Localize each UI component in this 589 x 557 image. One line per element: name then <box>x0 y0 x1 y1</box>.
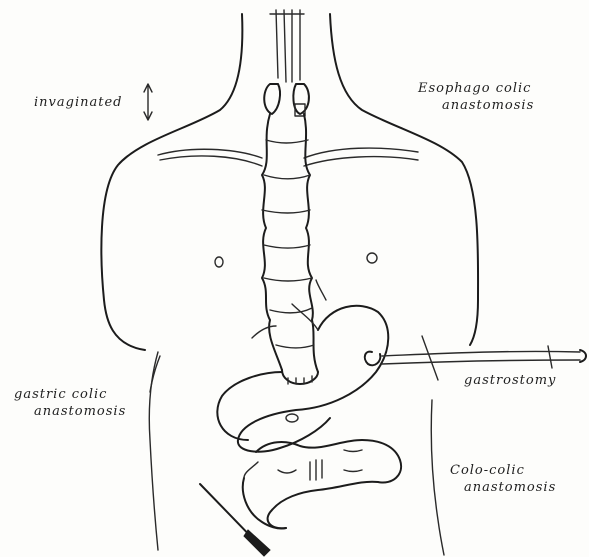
invaginated-text: invaginated <box>34 94 122 111</box>
colon-interposition <box>262 114 318 384</box>
gastrostomy-label: gastrostomy <box>464 372 556 389</box>
left-nipple <box>215 257 223 267</box>
invaginated-arrow <box>144 84 152 120</box>
gastrostomy-text: gastrostomy <box>464 372 556 389</box>
colo-colic-line1: Colo-colic <box>450 462 556 479</box>
esophago-colic-line2: anastomosis <box>418 97 534 114</box>
stomach-leader <box>252 326 276 338</box>
colo-colic-line2: anastomosis <box>450 479 556 496</box>
invaginated-label: invaginated <box>34 94 122 111</box>
right-nipple <box>367 253 377 263</box>
esophago-colic-line1: Esophago colic <box>418 80 534 97</box>
colo-colic-label: Colo-colic anastomosis <box>450 462 556 496</box>
gastric-colic-line1: gastric colic <box>14 386 126 403</box>
gastric-colic-label: gastric colic anastomosis <box>14 386 126 420</box>
stomach <box>217 280 388 452</box>
nipple-marks <box>215 253 377 267</box>
clavicles <box>158 148 418 166</box>
esophago-colic-label: Esophago colic anastomosis <box>418 80 534 114</box>
gastric-colic-line2: anastomosis <box>14 403 126 420</box>
esophagus <box>264 10 309 116</box>
anastomosis-site-mark <box>286 414 298 422</box>
lower-colon <box>243 440 401 529</box>
